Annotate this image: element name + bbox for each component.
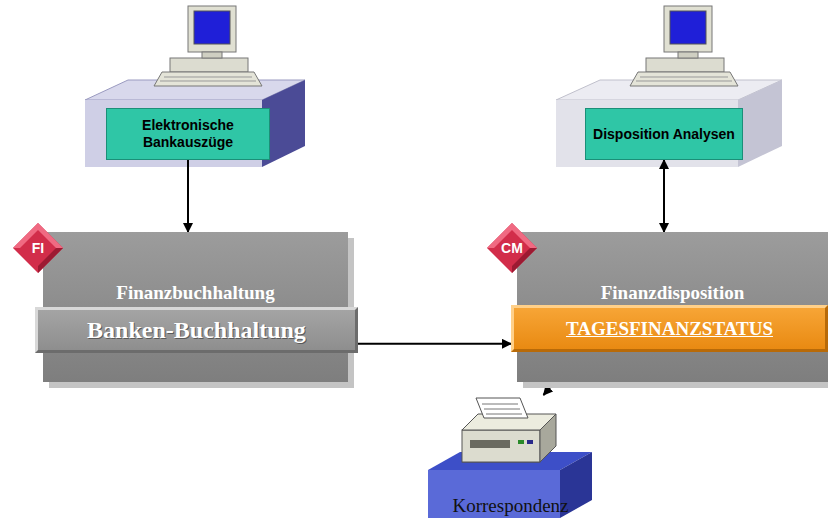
function-bar: Banken-Buchhaltung bbox=[35, 307, 358, 353]
module-diamond: CM bbox=[486, 222, 538, 274]
printer-icon bbox=[462, 398, 556, 462]
node-text: TAGESFINANZSTATUS bbox=[566, 318, 773, 340]
computer-icon bbox=[154, 6, 262, 86]
block-heading: Finanzbuchhaltung bbox=[43, 282, 348, 304]
node-text: CM bbox=[501, 240, 523, 256]
function-bar: TAGESFINANZSTATUS bbox=[511, 305, 828, 352]
label-box: Elektronische Bankauszüge bbox=[106, 108, 270, 160]
node-text: Korrespondenz bbox=[452, 495, 568, 517]
node-text: Banken-Buchhaltung bbox=[87, 317, 306, 344]
flow-arrow bbox=[358, 343, 511, 345]
node-text: Disposition Analysen bbox=[593, 126, 735, 143]
module-block: FinanzbuchhaltungBanken-Buchhaltung bbox=[43, 232, 348, 382]
block-heading: Finanzdisposition bbox=[517, 282, 828, 304]
flow-arrow bbox=[663, 160, 665, 232]
label-box: Disposition Analysen bbox=[585, 108, 743, 160]
node-text: Elektronische Bankauszüge bbox=[107, 117, 269, 151]
output-box: Korrespondenz bbox=[428, 395, 593, 518]
module-block: FinanzdispositionTAGESFINANZSTATUS bbox=[517, 232, 828, 382]
node-text: FI bbox=[32, 240, 44, 256]
flow-arrow bbox=[187, 160, 189, 232]
module-diamond: FI bbox=[12, 222, 64, 274]
computer-icon bbox=[630, 6, 738, 86]
